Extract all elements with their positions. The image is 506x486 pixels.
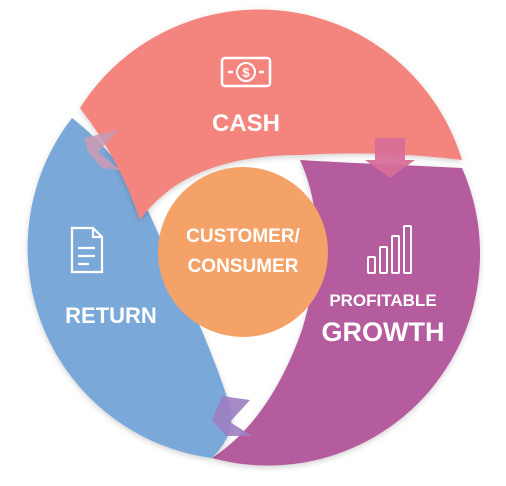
document-icon — [70, 226, 104, 274]
center-label-line1: CUSTOMER/ — [186, 226, 300, 247]
bar-chart-icon — [367, 225, 412, 274]
segment-return — [27, 118, 232, 458]
label-return: RETURN — [65, 303, 157, 328]
center-label-line2: CONSUMER — [188, 256, 299, 277]
arrow-marker-top-left — [84, 130, 120, 170]
label-growth-top: PROFITABLE — [329, 291, 436, 310]
segment-cash — [80, 9, 462, 220]
banknote-icon: $ — [220, 56, 272, 88]
segment-growth — [212, 160, 481, 466]
svg-text:$: $ — [242, 65, 250, 80]
arrow-marker-bottom — [212, 396, 252, 436]
label-growth-bottom: GROWTH — [322, 317, 445, 347]
center-circle — [158, 167, 328, 337]
label-cash: CASH — [212, 110, 280, 137]
arrow-marker-top-right — [365, 138, 415, 178]
